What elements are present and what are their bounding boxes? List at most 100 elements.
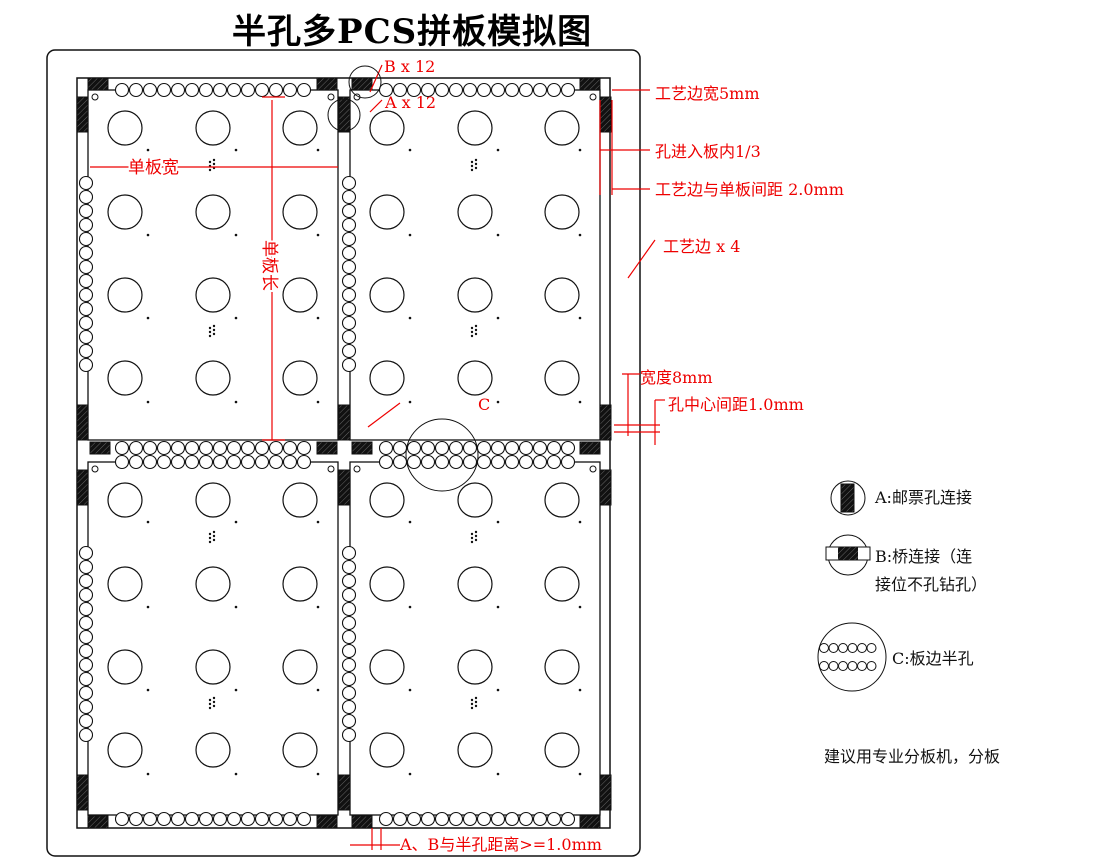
via-dot [474,534,478,538]
bridge-block [338,469,351,506]
half-hole [341,315,357,331]
fiducial [589,93,597,101]
via-dot [208,702,212,706]
dimension-lines [90,64,665,850]
half-hole [78,287,94,303]
via-dot [474,324,478,328]
page-title: 半孔多PCS拼板模拟图 [232,12,593,52]
half-hole [282,82,298,98]
half-hole [240,454,256,470]
via-dot [146,148,150,152]
via-dot [234,400,238,404]
via-dot [208,160,212,164]
via-dot [408,148,412,152]
half-hole [78,343,94,359]
via-dot [146,316,150,320]
half-hole [156,82,172,98]
bridge-block [599,96,612,133]
half-hole [268,811,284,827]
half-hole [184,82,200,98]
via-dot [316,233,320,237]
half-hole [156,811,172,827]
via-dot [470,164,474,168]
via-dot [470,160,474,164]
via-dot [474,332,478,336]
half-hole [532,440,548,456]
via-dot [408,316,412,320]
mounting-hole [282,277,318,313]
half-hole [448,440,464,456]
half-hole [226,440,242,456]
via-dot [470,540,474,544]
half-hole [170,440,186,456]
mounting-hole [282,732,318,768]
bridge-block [338,96,351,133]
via-dot [496,233,500,237]
via-dot [212,534,216,538]
fiducial [589,465,597,473]
via-dot [578,316,582,320]
mounting-hole [457,649,493,685]
half-hole [78,189,94,205]
via-dot [474,530,478,534]
mounting-hole [195,194,231,230]
half-hole [78,357,94,373]
half-hole [212,82,228,98]
half-hole [341,245,357,261]
half-hole [296,811,312,827]
via-dot [470,536,474,540]
mounting-hole [107,194,143,230]
legend-c-label: C:板边半孔 [892,649,974,668]
half-hole [254,82,270,98]
half-hole [254,440,270,456]
via-dot [146,520,150,524]
mounting-hole [369,649,405,685]
mounting-hole [544,194,580,230]
via-dot [234,520,238,524]
bridge-block [579,441,601,455]
half-hole [406,440,422,456]
mounting-hole [544,110,580,146]
half-hole [78,273,94,289]
half-hole [142,811,158,827]
bridge-block [316,815,338,829]
via-dot [470,168,474,172]
via-dot [316,520,320,524]
via-dot [470,698,474,702]
via-dot [578,772,582,776]
half-hole [254,811,270,827]
half-hole [226,454,242,470]
via-dot [496,605,500,609]
half-hole [78,301,94,317]
half-hole [406,454,422,470]
half-hole [420,82,436,98]
half-hole [341,671,357,687]
half-hole [378,82,394,98]
via-dot [470,702,474,706]
legend-a-label: A:邮票孔连接 [874,488,972,507]
b-count-label: B x 12 [384,57,435,76]
via-dot [408,233,412,237]
via-dot [208,540,212,544]
bridge-block [76,469,89,506]
mounting-hole [457,110,493,146]
half-hole [198,440,214,456]
mounting-hole [369,277,405,313]
half-hole [462,811,478,827]
half-hole [546,82,562,98]
half-hole [532,454,548,470]
half-hole [78,259,94,275]
single-board [87,461,339,816]
half-hole [282,440,298,456]
half-hole [490,454,506,470]
half-hole [78,685,94,701]
via-dot [470,330,474,334]
half-hole [78,587,94,603]
via-dot [578,688,582,692]
mounting-hole [195,482,231,518]
legend-half-hole [838,661,848,671]
half-hole [341,629,357,645]
via-dot [212,704,216,708]
board-length-label: 单板长 [259,240,279,291]
half-hole [341,273,357,289]
